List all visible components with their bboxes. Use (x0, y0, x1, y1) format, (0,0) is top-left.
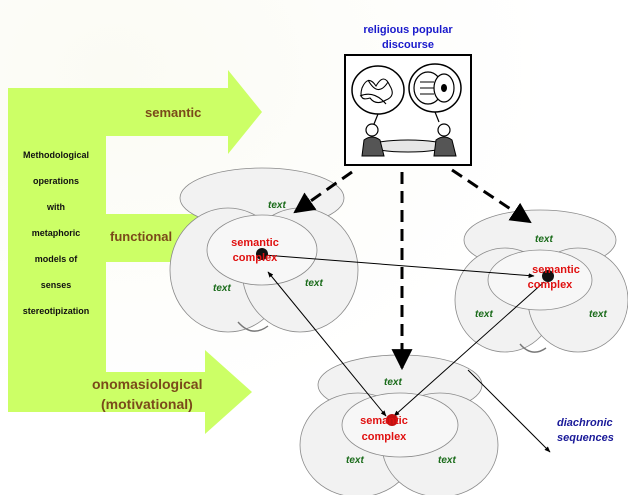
discourse-image (344, 54, 472, 166)
operations-line: models of (34, 254, 78, 264)
left-text-left: text (213, 283, 231, 294)
operations-line: Methodological (23, 150, 89, 160)
node-right (542, 270, 554, 282)
right-complex-line1: semantic (532, 264, 580, 276)
right-text-top: text (535, 234, 553, 245)
left-complex-line2: complex (233, 252, 279, 264)
title-line2: discourse (382, 39, 434, 51)
bottom-complex-line1: semantic (360, 415, 408, 427)
node-left (256, 248, 268, 260)
operations-line: stereotipization (22, 306, 90, 316)
operations-panel (8, 88, 106, 412)
tangle-doodle (359, 78, 393, 105)
green-arrow-onomasiological (10, 350, 252, 434)
bottom-text-right: text (438, 455, 456, 466)
bottom-complex-line2: complex (362, 431, 408, 443)
diachronic-line1: diachronic (557, 417, 613, 429)
left-text-right: text (305, 278, 323, 289)
title-line1: religious popular (363, 24, 453, 36)
arrow-label-functional: functional (110, 229, 172, 244)
dashed-arrows (293, 168, 532, 371)
left-text-top: text (268, 200, 286, 211)
operations-line: metaphoric (31, 228, 81, 238)
operations-line: operations (32, 176, 79, 186)
right-text-right: text (589, 309, 607, 320)
arrow-label-onomasiological: onomasiological (92, 376, 202, 392)
arrow-label-motivational: (motivational) (101, 396, 193, 412)
right-text-left: text (475, 309, 493, 320)
bottom-text-top: text (384, 377, 402, 388)
operations-line: senses (40, 280, 72, 290)
person-left-icon (365, 123, 379, 137)
arrow-label-semantic: semantic (145, 105, 201, 120)
operations-text: Methodological operations with metaphori… (8, 142, 104, 332)
bottom-text-left: text (346, 455, 364, 466)
right-complex-line2: complex (528, 279, 574, 291)
node-bottom (386, 414, 398, 426)
connector-lines (263, 254, 551, 453)
operations-line: with (47, 202, 65, 212)
left-complex-line1: semantic (231, 237, 279, 249)
diachronic-line2: sequences (557, 432, 614, 444)
person-right-icon (437, 123, 451, 137)
